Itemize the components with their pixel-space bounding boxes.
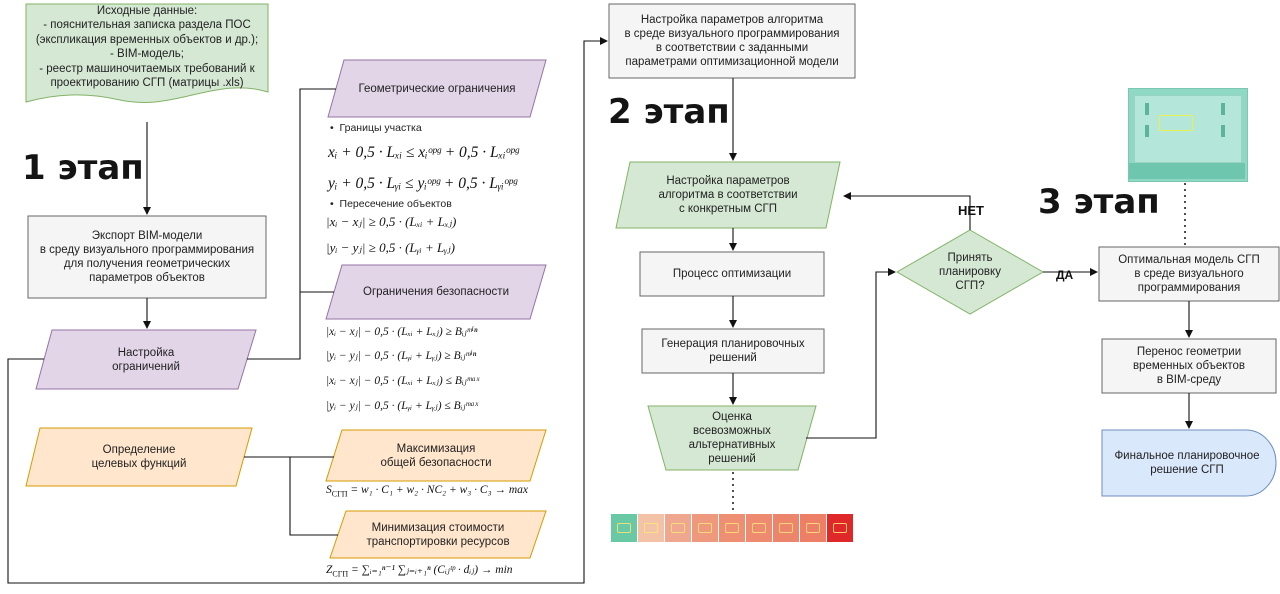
constraints-setup-shape xyxy=(35,329,257,390)
formula-boundary-x: xᵢ + 0,5 · Lₓᵢ ≤ xᵢᵒᵖᵍ + 0,5 · Lₓᵢᵒᵖᵍ xyxy=(328,144,519,161)
min-cost-label: Минимизация стоимости транспортировки ре… xyxy=(366,521,510,548)
goal-functions-shape xyxy=(25,427,253,487)
solution-thumb-8 xyxy=(800,514,826,542)
solution-thumb-9 xyxy=(827,514,853,542)
formula-safety-y-max: |yᵢ − yⱼ| − 0,5 · (Lᵧᵢ + Lᵧⱼ) ≤ Bᵢⱼᵐᵃˣ xyxy=(326,400,479,412)
solution-thumb-7 xyxy=(773,514,799,542)
input-data-text: Исходные данные: - пояснительная записка… xyxy=(35,5,259,90)
solutions-evaluation-shape xyxy=(647,405,817,471)
algorithm-sgp-label: Настройка параметров алгоритма в соответ… xyxy=(658,175,798,215)
decision-yes-label: ДА xyxy=(1056,268,1074,282)
formula-intersection-y: |yᵢ − yⱼ| ≥ 0,5 · (Lᵧᵢ + Lᵧⱼ) xyxy=(326,240,455,255)
algorithm-params-shape xyxy=(608,3,856,79)
geometric-constraints-label: Геометрические ограничения xyxy=(358,82,516,95)
decision-no-label: НЕТ xyxy=(958,203,984,218)
formula-min-cost: ZСГП = ∑ᵢ₌₁ⁿ⁻¹ ∑ⱼ₌ᵢ₊₁ⁿ (Cᵢⱼᵗᵖ · dᵢⱼ) → m… xyxy=(326,564,513,579)
formula-max-safety: SСГП = w₁ · C₁ + w₂ · NC₂ + w₃ · C₃ → ma… xyxy=(326,484,528,499)
stage-2-heading: 2 этап xyxy=(608,92,730,132)
optimal-model-shape xyxy=(1098,246,1280,302)
geometry-transfer-label: Перенос геометрии временных объектов в B… xyxy=(1132,346,1246,386)
safety-constraints-label: Ограничения безопасности xyxy=(363,286,509,298)
formula-safety-x-min: |xᵢ − xⱼ| − 0,5 · (Lₓᵢ + Lₓⱼ) ≥ Bᵢⱼᵐⁱⁿ xyxy=(326,326,478,338)
solutions-generation-label: Генерация планировочных решений xyxy=(661,338,805,364)
input-data-shape xyxy=(25,3,269,103)
max-safety-label: Максимизация общей безопасности xyxy=(380,442,492,469)
final-solution-label: Финальное планировочное решение СГП xyxy=(1114,450,1260,476)
solutions-evaluation-label: Оценка всевозможных альтернативных решен… xyxy=(688,411,776,465)
algorithm-params-label: Настройка параметров алгоритма в среде в… xyxy=(624,14,840,68)
max-safety-shape xyxy=(325,429,547,482)
min-cost-shape xyxy=(329,510,547,559)
formula-intersection-x: |xᵢ − xⱼ| ≥ 0,5 · (Lₓᵢ + Lₓⱼ) xyxy=(326,214,457,229)
geometric-constraints-shape xyxy=(327,59,547,118)
solutions-strip xyxy=(611,514,853,542)
connector-constraints-branch xyxy=(247,88,336,360)
optimization-process-shape xyxy=(639,251,825,297)
optimal-model-thumbnail xyxy=(1128,88,1248,182)
arrow-decision-no xyxy=(843,192,971,230)
solution-thumb-5 xyxy=(719,514,745,542)
solution-thumb-2 xyxy=(638,514,664,542)
formula-safety-x-max: |xᵢ − xⱼ| − 0,5 · (Lₓᵢ + Lₓⱼ) ≤ Bᵢⱼᵐᵃˣ xyxy=(326,375,480,387)
solutions-generation-shape xyxy=(641,328,825,374)
constraints-setup-label: Настройка ограничений xyxy=(112,346,180,373)
final-solution-shape xyxy=(1101,429,1277,497)
export-bim-shape xyxy=(27,215,267,299)
stage-1-heading: 1 этап xyxy=(22,148,144,188)
connector-to-stage-2 xyxy=(7,37,608,584)
algorithm-sgp-shape xyxy=(615,161,841,229)
geometry-transfer-shape xyxy=(1101,338,1277,394)
formula-boundary-y: yᵢ + 0,5 · Lᵧᵢ ≤ yᵢᵒᵖᵍ + 0,5 · Lᵧᵢᵒᵖᵍ xyxy=(328,175,518,192)
solution-thumb-3 xyxy=(665,514,691,542)
stage-3-heading: 3 этап xyxy=(1038,182,1160,222)
solution-thumb-1 xyxy=(611,514,637,542)
decision-label: Принять планировку СГП? xyxy=(939,252,1001,292)
optimal-model-label: Оптимальная модель СГП в среде визуально… xyxy=(1118,254,1260,294)
connector-goal-branch xyxy=(244,456,338,536)
solution-thumb-6 xyxy=(746,514,772,542)
formula-safety-y-min: |yᵢ − yⱼ| − 0,5 · (Lᵧᵢ + Lᵧⱼ) ≥ Bᵢⱼᵐⁱⁿ xyxy=(326,350,477,362)
bullet-objects-intersection: • Пересечение объектов xyxy=(330,198,452,210)
goal-functions-label: Определение целевых функций xyxy=(91,444,187,470)
arrow-evaluation-to-decision xyxy=(806,268,896,439)
export-bim-label: Экспорт BIM-модели в среду визуального п… xyxy=(39,230,255,284)
bullet-site-boundaries: • Границы участка xyxy=(330,122,422,134)
solution-thumb-4 xyxy=(692,514,718,542)
safety-constraints-shape xyxy=(325,264,547,320)
decision-diamond-shape xyxy=(895,229,1045,315)
optimization-process-label: Процесс оптимизации xyxy=(672,268,792,280)
